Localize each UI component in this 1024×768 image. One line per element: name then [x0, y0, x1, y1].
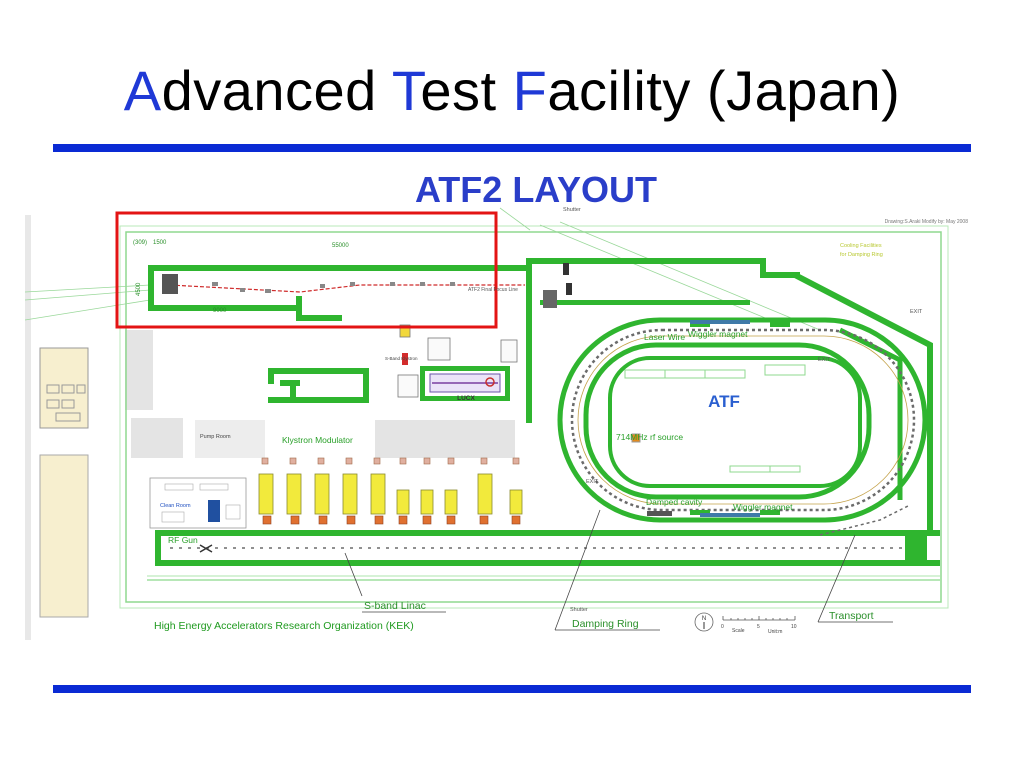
gray-area — [125, 330, 153, 410]
scale-tick-0: 0 — [721, 624, 724, 630]
atf2-highlight-box — [115, 211, 498, 329]
cooling-label-1: Cooling Facilities — [840, 243, 882, 249]
cooling-label-2: for Damping Ring — [840, 252, 883, 258]
diagram-heading: ATF2 LAYOUT — [415, 169, 657, 210]
pump-room-label: Pump Room — [200, 434, 231, 440]
top-divider — [53, 144, 971, 152]
pump-room-area — [195, 420, 265, 458]
clean-room-equipment — [208, 500, 220, 522]
external-building — [39, 454, 89, 618]
ring-inner-wall — [583, 342, 872, 500]
sband-klystron-label: S-Band Klystron — [385, 356, 418, 361]
lucx-label: LUCX — [457, 395, 475, 402]
scale-label: Scale — [732, 628, 745, 634]
klystron-modulator-label: Klystron Modulator — [282, 435, 353, 445]
transport-wall — [838, 327, 903, 500]
laser-wire-label: Laser Wire — [644, 332, 685, 342]
dim-left: (309) — [133, 240, 147, 246]
sband-linac-label: S-band Linac — [364, 600, 426, 612]
rf-source-label: 714MHz rf source — [616, 432, 683, 442]
linac-tunnel-walls — [155, 530, 940, 566]
scale-unit: Unit:m — [768, 629, 782, 635]
building-outline — [119, 225, 949, 609]
ring-core — [608, 356, 862, 488]
north-label: N — [702, 616, 706, 622]
gray-area — [375, 420, 515, 458]
dim-9000: 9000 — [213, 308, 227, 314]
title-initial-t: T — [391, 59, 421, 122]
atf2-layout-diagram: ATF2 LAYOUT Drawing:S.Araki Modify by: M… — [25, 160, 991, 643]
title-initial-f: F — [512, 59, 548, 122]
transport-wall — [793, 272, 933, 530]
scale-tick-10: 10 — [791, 624, 797, 630]
wiggler-top — [690, 320, 750, 324]
bottom-divider — [53, 685, 971, 693]
ff-dump — [162, 274, 178, 294]
transport-beamline — [819, 504, 911, 536]
shutter-bottom-label: Shutter — [570, 607, 588, 613]
beamline-label: ATF2 Final Focus Line — [468, 287, 518, 293]
clean-room — [149, 477, 247, 529]
building-outline — [125, 231, 942, 603]
rf-gun-unit — [199, 544, 213, 553]
slide-title: Advanced Test Facility (Japan) — [0, 58, 1024, 123]
ring-beamline-inner — [577, 335, 909, 505]
atf2-tunnel-walls — [148, 258, 800, 423]
scale-tick-5: 5 — [757, 624, 760, 630]
gray-area — [131, 418, 183, 458]
gray-area — [25, 215, 31, 640]
organization-label: High Energy Accelerators Research Organi… — [154, 620, 414, 632]
wiggler-top-label: Wiggler magnet — [688, 329, 748, 339]
ring-label: ATF — [708, 392, 740, 411]
title-rest-t: est — [420, 59, 513, 122]
scale-bar-icon — [722, 616, 796, 621]
title-rest-a: dvanced — [161, 59, 392, 122]
exit-ring-left: EXIT — [586, 479, 599, 485]
title-initial-a: A — [123, 59, 162, 122]
dim-height: 4500 — [136, 282, 142, 296]
wiggler-bottom — [700, 513, 760, 517]
damping-ring-label: Damping Ring — [572, 618, 639, 630]
clean-room-label: Clean Room — [160, 503, 191, 509]
rf-gun-label: RF Gun — [168, 535, 198, 545]
wiggler-bottom-label: Wiggler magnet — [733, 502, 793, 512]
title-rest-f: acility (Japan) — [547, 59, 901, 122]
lucx-walls — [420, 366, 510, 401]
shield-block — [268, 368, 369, 403]
exit-top-right: EXIT — [910, 309, 923, 315]
ring-beamline — [570, 328, 916, 512]
klystron-modulators — [258, 473, 523, 515]
dim-55000: 55000 — [332, 243, 349, 249]
atf2-beamline — [169, 284, 525, 293]
damped-cavity-label: Damped cavity — [646, 497, 703, 507]
exit-ring-right: EXIT — [818, 357, 831, 363]
extraction-component — [543, 290, 557, 308]
rf-source-unit — [631, 433, 641, 443]
damped-cavity-unit — [647, 511, 672, 516]
transport-label: Transport — [829, 610, 874, 622]
dim-1500: 1500 — [153, 240, 167, 246]
drawing-note: Drawing:S.Araki Modify by: May 2008 — [885, 219, 969, 225]
shutter-top-label: Shutter — [563, 207, 581, 213]
